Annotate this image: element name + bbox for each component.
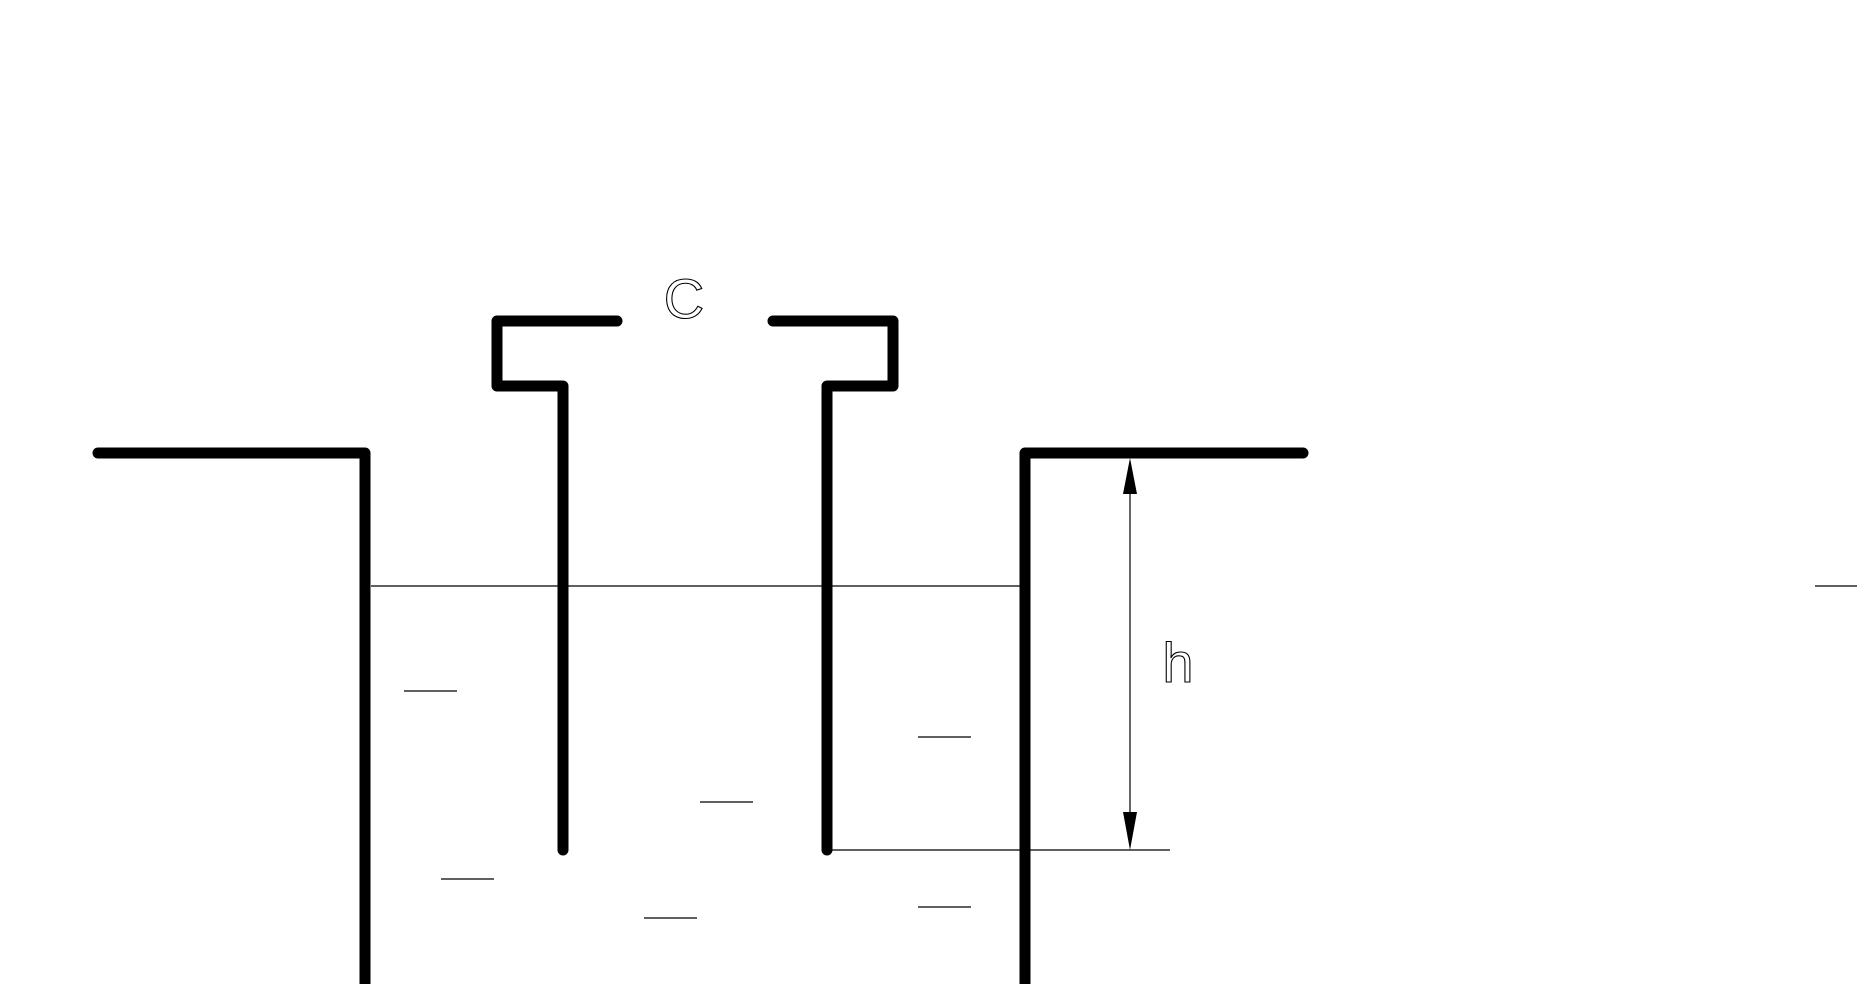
dimension-arrow-down [1123,812,1137,850]
liquid-hatching [404,690,971,919]
opening-label: C [664,267,704,330]
outer-tank-right-wall [1019,447,1309,984]
dimension-arrow-up [1123,458,1137,494]
height-dimension [1123,458,1137,850]
inner-vessel-left-wall [491,315,623,856]
inner-vessel-right-wall [767,315,899,856]
outer-tank-left-wall [92,447,371,984]
height-label: h [1162,631,1193,694]
